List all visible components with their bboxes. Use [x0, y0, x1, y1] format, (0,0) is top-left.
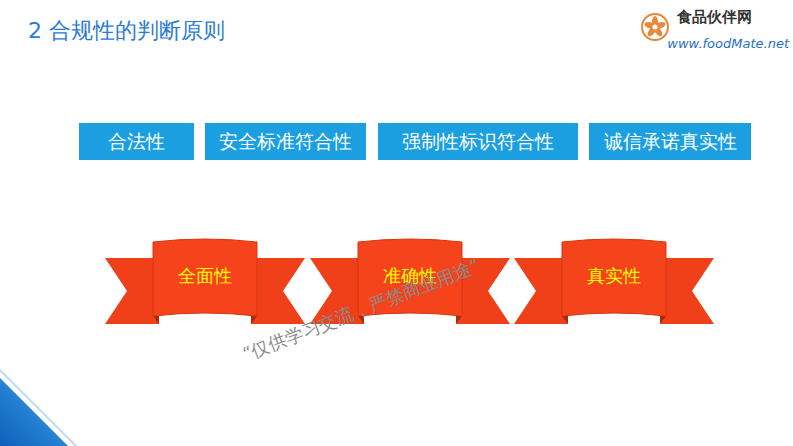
- box-label: 诚信承诺真实性: [604, 129, 737, 155]
- principle-box: 安全标准符合性: [205, 123, 366, 160]
- logo-url: www.foodMate.net: [667, 36, 789, 51]
- ribbon-banner: 真实性: [514, 238, 714, 333]
- box-label: 强制性标识符合性: [402, 129, 554, 155]
- logo-icon: [642, 14, 668, 40]
- ribbon-label: 全面性: [105, 264, 305, 288]
- corner-triangle: [0, 378, 68, 446]
- ribbon-label: 真实性: [514, 264, 714, 288]
- logo-name: 食品伙伴网: [677, 8, 752, 27]
- slide-title: 2 合规性的判断原则: [28, 16, 225, 46]
- principle-box: 强制性标识符合性: [378, 123, 578, 160]
- principle-box: 诚信承诺真实性: [589, 123, 751, 160]
- ribbon-banner: 全面性: [105, 238, 305, 333]
- box-label: 安全标准符合性: [219, 129, 352, 155]
- principle-box: 合法性: [79, 123, 194, 160]
- corner-line: [0, 370, 76, 446]
- box-label: 合法性: [108, 129, 165, 155]
